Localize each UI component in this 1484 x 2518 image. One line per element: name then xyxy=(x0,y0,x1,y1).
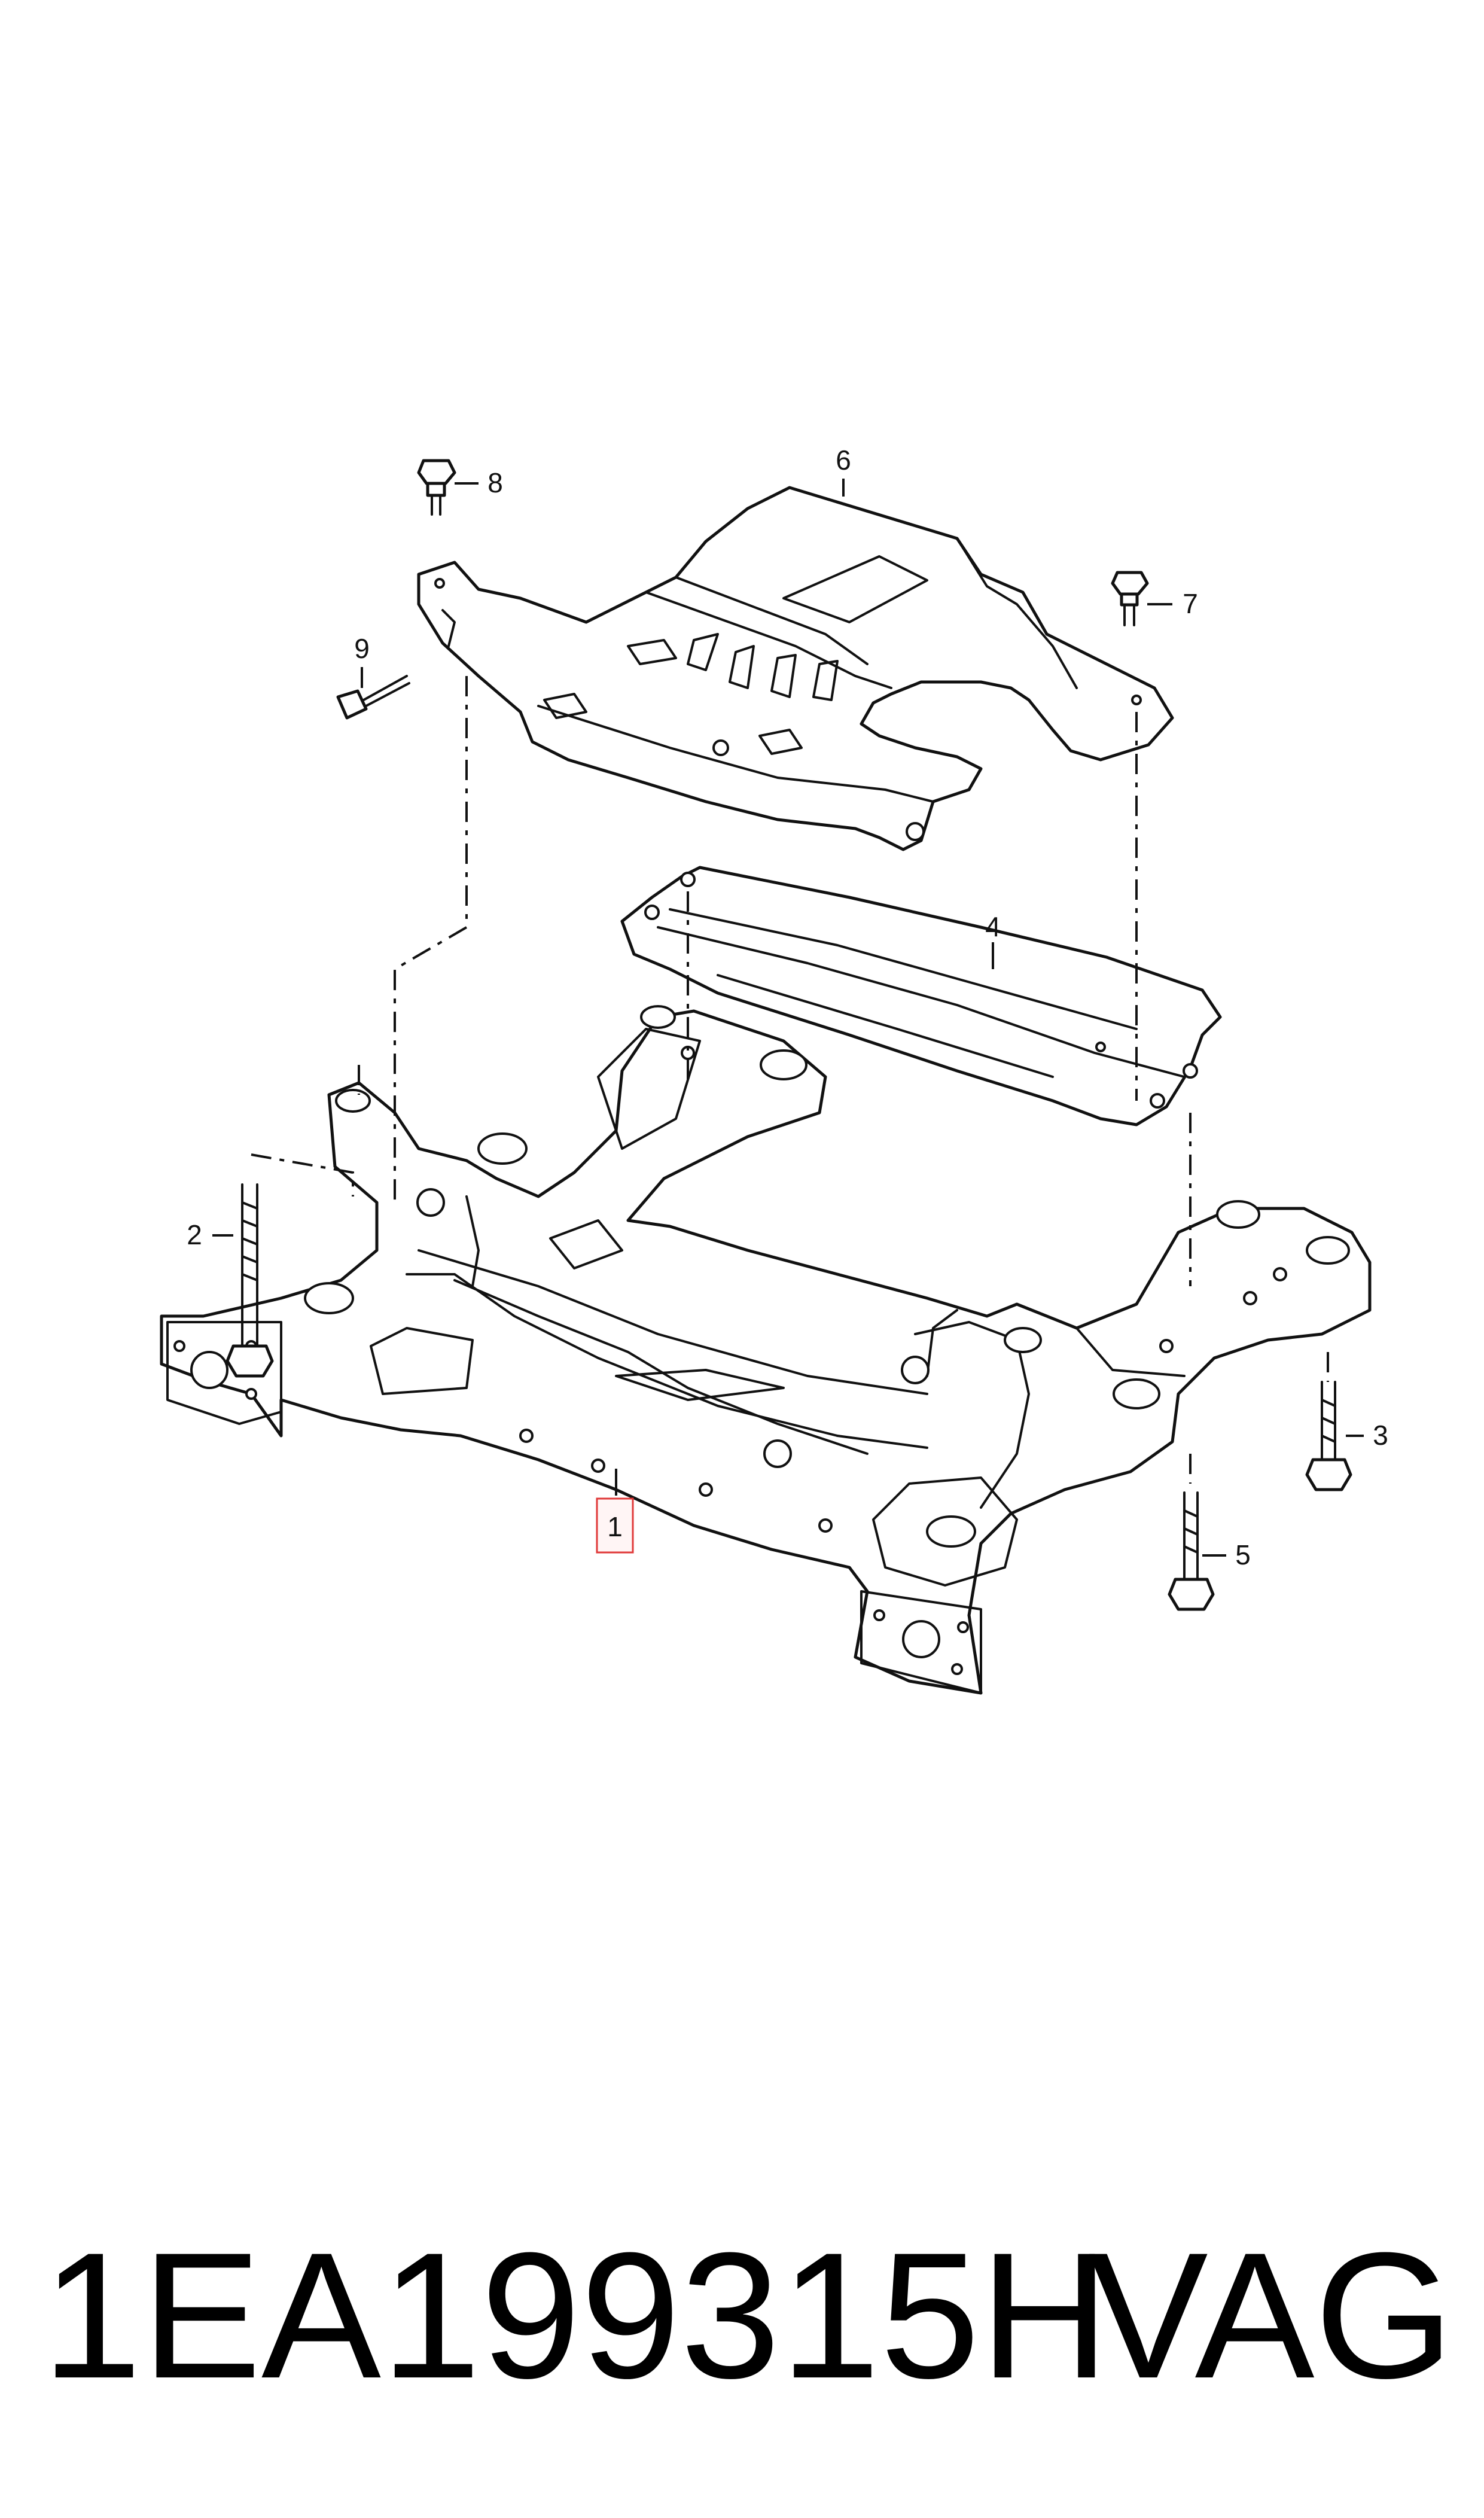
bolt-7 xyxy=(1111,571,1149,626)
upper-reinforcement-plate xyxy=(417,486,1174,851)
callout-leaders xyxy=(212,479,1364,1557)
subframe xyxy=(160,1005,1372,1695)
callout-1: 1 xyxy=(607,1511,623,1542)
part-number: 1EA199315H xyxy=(42,2215,1110,2416)
bolt-8 xyxy=(417,459,456,516)
callout-4: 4 xyxy=(985,911,1001,942)
callout-labels: 1 2 3 4 5 6 7 8 9 xyxy=(187,444,1388,1570)
callout-9: 9 xyxy=(354,633,370,664)
callout-1-highlight xyxy=(596,1497,634,1554)
bolt-9 xyxy=(336,675,410,720)
bolt-2 xyxy=(226,1183,274,1378)
callout-7: 7 xyxy=(1183,588,1198,619)
bolt-3 xyxy=(1305,1381,1352,1491)
bolt-5 xyxy=(1168,1491,1215,1611)
cross-member-bar xyxy=(620,866,1222,1126)
alignment-lines xyxy=(251,676,1329,1484)
callout-6: 6 xyxy=(836,444,851,476)
callout-8: 8 xyxy=(487,467,503,498)
callout-3: 3 xyxy=(1373,1420,1388,1451)
callout-2: 2 xyxy=(187,1219,202,1250)
callout-5: 5 xyxy=(1235,1539,1251,1570)
brand-label: VAG xyxy=(1088,2215,1454,2416)
